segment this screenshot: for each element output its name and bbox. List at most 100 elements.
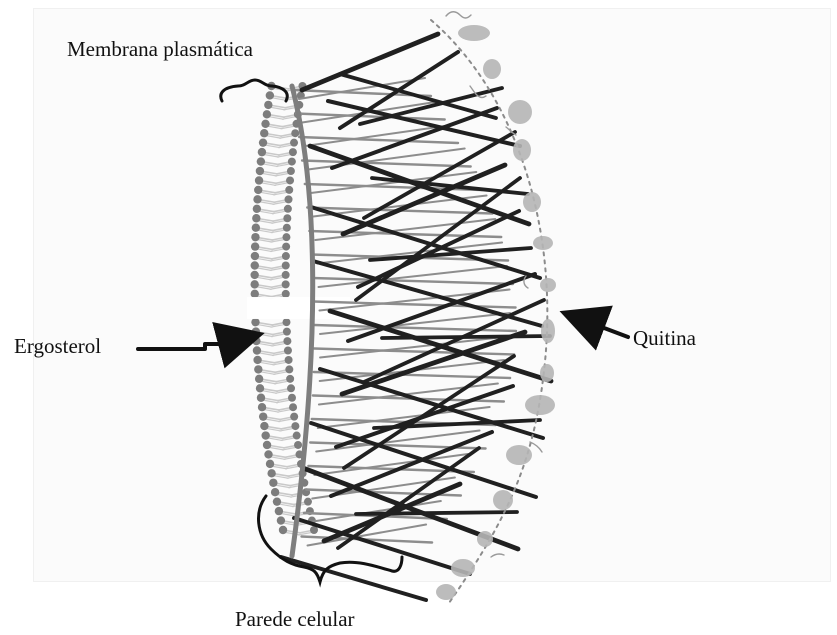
lipid-head <box>256 384 264 392</box>
light-fiber <box>313 278 513 284</box>
inner-lipid-molecule <box>282 441 302 450</box>
lipid-head <box>282 252 290 260</box>
dark-fiber <box>343 165 505 234</box>
lipid-head <box>251 318 259 326</box>
surface-blob <box>451 559 475 577</box>
lipid-head <box>284 205 292 213</box>
inner-lipid-molecule <box>278 139 298 148</box>
lipid-head <box>259 412 267 420</box>
outer-lipid-molecule <box>273 497 295 506</box>
lipid-head <box>251 261 259 269</box>
inner-lipid-molecule <box>281 432 301 441</box>
membrane-label: Membrana plasmática <box>67 39 253 60</box>
lipid-head <box>252 224 260 232</box>
surface-blob <box>525 395 555 415</box>
lipid-head <box>294 441 302 449</box>
inner-lipid-molecule <box>277 148 297 157</box>
outer-lipid-molecule <box>260 422 282 431</box>
lipid-head <box>251 242 259 250</box>
outer-lipid-molecule <box>263 441 285 450</box>
outer-lipid-molecule <box>256 167 278 176</box>
cell-wall-label: Parede celular <box>235 609 355 630</box>
lipid-head <box>291 422 299 430</box>
lipid-head <box>283 224 291 232</box>
inner-lipid-molecule <box>270 252 290 261</box>
inner-lipid-molecule <box>270 243 290 252</box>
lipid-head <box>261 120 269 128</box>
inner-lipid-molecule <box>271 214 291 223</box>
dark-fiber <box>320 369 543 438</box>
outer-lipid-molecule <box>267 469 289 478</box>
inner-lipid-molecule <box>283 450 303 459</box>
outer-lipid-molecule <box>271 488 293 497</box>
lipid-head <box>264 450 272 458</box>
outer-lipid-molecule <box>253 356 275 365</box>
outer-lipid-molecule <box>255 176 277 185</box>
lipid-head <box>285 356 293 364</box>
lipid-head <box>261 431 269 439</box>
lipid-head <box>304 498 312 506</box>
lipid-head <box>282 233 290 241</box>
inner-lipid-molecule <box>275 384 295 393</box>
surface-blob <box>493 490 513 510</box>
inner-lipid-molecule <box>273 186 293 195</box>
lipid-head <box>263 110 271 118</box>
lipid-head <box>282 243 290 251</box>
lipid-head <box>251 252 259 260</box>
lipid-head <box>258 148 266 156</box>
outer-lipid-molecule <box>257 394 279 403</box>
outer-lipid-molecule <box>264 101 286 110</box>
inner-lipid-molecule <box>270 233 290 242</box>
arrow-left-icon <box>567 314 628 337</box>
lipid-head <box>275 507 283 515</box>
lipid-head <box>255 375 263 383</box>
lipid-head <box>271 488 279 496</box>
outer-lipid-molecule <box>260 129 282 138</box>
inner-lipid-molecule <box>274 176 294 185</box>
lipid-head <box>257 394 265 402</box>
outer-lipid-molecule <box>251 233 273 242</box>
inner-lipid-molecule <box>274 375 294 384</box>
surface-blob <box>540 364 554 382</box>
lipid-head <box>288 394 296 402</box>
outer-lipid-molecule <box>263 110 285 119</box>
lipid-head <box>287 384 295 392</box>
surface-blob <box>483 59 501 79</box>
surface-blob <box>533 236 553 250</box>
outer-lipid-molecule <box>258 403 280 412</box>
lipid-head <box>291 129 299 137</box>
lipid-head <box>282 290 290 298</box>
lipid-head <box>264 101 272 109</box>
lipid-head <box>277 516 285 524</box>
quitina-label: Quitina <box>633 328 696 349</box>
outer-lipid-molecule <box>250 280 272 289</box>
lipid-head <box>267 469 275 477</box>
surface-blob <box>540 278 556 292</box>
lipid-head <box>260 422 268 430</box>
lipid-head <box>285 365 293 373</box>
lipid-head <box>287 167 295 175</box>
lipid-head <box>255 176 263 184</box>
outer-lipid-molecule <box>252 337 274 346</box>
lipid-head <box>282 261 290 269</box>
surface-blob <box>436 584 456 600</box>
outer-lipid-molecule <box>266 460 288 469</box>
lipid-head <box>286 176 294 184</box>
outer-lipid-molecule <box>256 384 278 393</box>
lipid-head <box>263 441 271 449</box>
outer-lipid-molecule <box>251 242 273 251</box>
outer-lipid-molecule <box>266 91 288 100</box>
outer-lipid-molecule <box>257 157 279 166</box>
lipid-head <box>282 318 290 326</box>
inner-lipid-molecule <box>276 394 296 403</box>
inner-lipid-molecule <box>271 328 291 337</box>
outer-lipid-molecule <box>259 138 281 147</box>
inner-lipid-molecule <box>279 422 299 431</box>
inner-lipid-molecule <box>277 403 297 412</box>
inner-lipid-molecule <box>279 129 299 138</box>
outer-lipid-molecule <box>251 252 273 261</box>
curly-bracket-icon <box>221 80 287 101</box>
lipid-head <box>289 403 297 411</box>
surface-strand <box>530 442 542 452</box>
